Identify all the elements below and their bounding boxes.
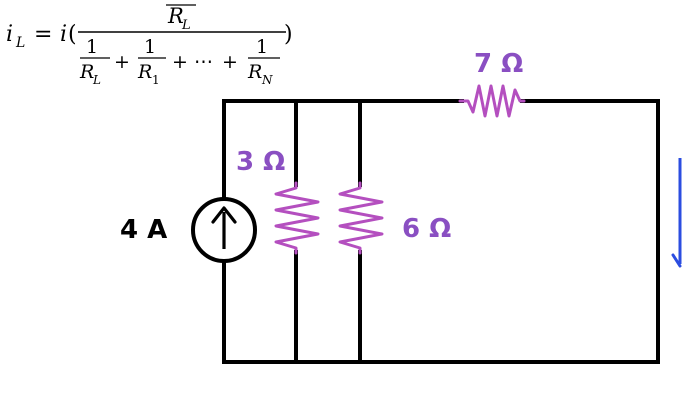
current-source-icon (191, 197, 257, 263)
formula-den-plus-2: + (172, 51, 188, 73)
resistor-7ohm (458, 84, 526, 118)
formula-lhs-symbol: i (6, 22, 13, 47)
formula-den-r-2: R (137, 61, 152, 83)
resistor-6ohm (338, 181, 384, 255)
direction-arrow-head (671, 253, 682, 268)
current-divider-formula: i L = i ( R L ) 1 R L + 1 R 1 + ⋯ + 1 R … (6, 4, 293, 87)
formula-den-one-3: 1 (256, 36, 268, 58)
formula-lhs-subscript: L (15, 35, 25, 51)
formula-den-plus-1: + (114, 51, 130, 73)
formula-den-r-1: R (79, 61, 94, 83)
formula-close-paren: ) (284, 22, 293, 47)
formula-equals: = (34, 22, 52, 47)
formula-den-one-1: 1 (86, 36, 98, 58)
resistor-3ohm (274, 181, 320, 255)
formula-numerator-subscript: L (181, 18, 191, 33)
formula-factor-symbol: i (60, 22, 67, 47)
source-value-label: 4 A (120, 215, 167, 245)
formula-numerator-symbol: R (167, 4, 184, 28)
formula-den-ellipsis: ⋯ (194, 51, 213, 73)
formula-den-one-2: 1 (144, 36, 156, 58)
formula-den-sub-3: N (261, 73, 273, 87)
current-source-arrow-head (211, 206, 237, 224)
resistor-3ohm-label: 3 Ω (236, 147, 285, 177)
formula-den-r-3: R (247, 61, 262, 83)
circuit-wires (222, 99, 660, 364)
resistor-6ohm-label: 6 Ω (402, 214, 451, 244)
current-direction-arrow-icon (671, 158, 682, 268)
formula-den-sub-1: L (92, 73, 101, 87)
formula-open-paren: ( (68, 22, 77, 47)
formula-den-sub-2: 1 (152, 73, 160, 87)
resistor-7ohm-label: 7 Ω (474, 49, 523, 79)
formula-den-plus-3: + (222, 51, 238, 73)
